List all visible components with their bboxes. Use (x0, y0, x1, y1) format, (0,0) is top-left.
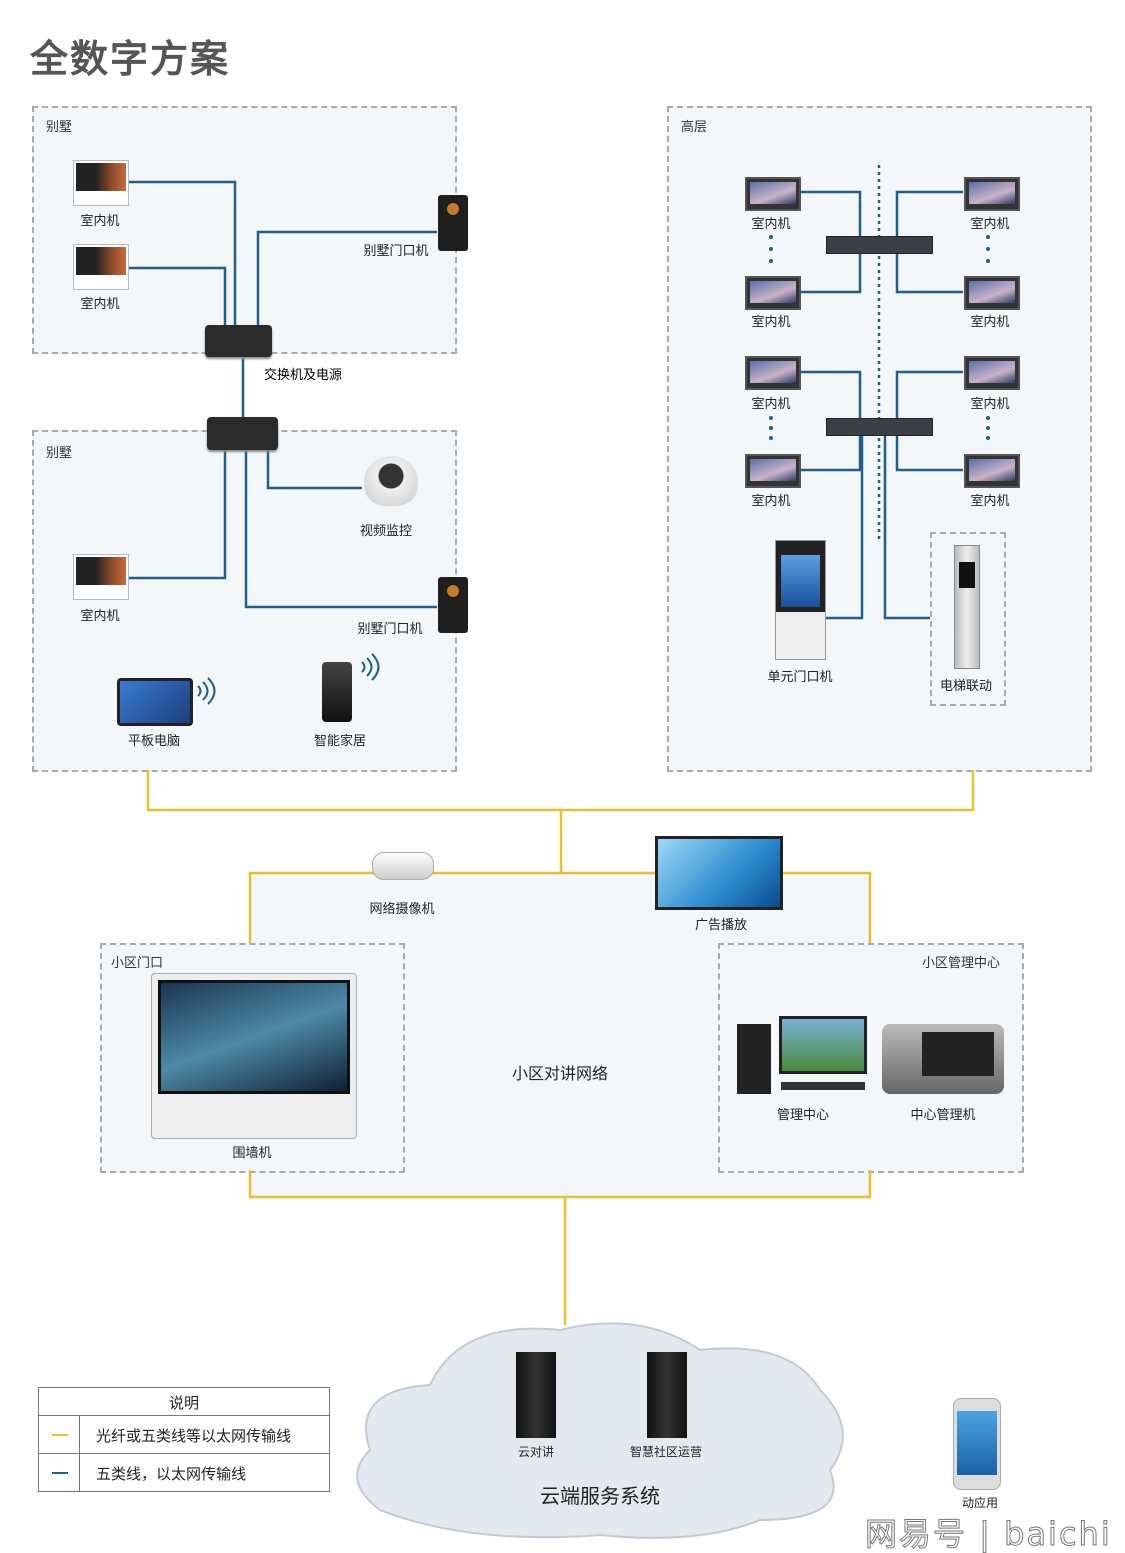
server-icon (516, 1352, 556, 1438)
ellipsis-dots (769, 235, 990, 440)
switch-device (826, 418, 933, 436)
villa1-zone (32, 106, 457, 354)
cat5-lines (128, 180, 963, 620)
mobile-label: 动应用 (961, 1496, 999, 1510)
unit-door-device (775, 540, 826, 660)
elevator-label: 电梯联动 (939, 679, 993, 694)
highrise-indoor-label: 室内机 (751, 397, 791, 412)
villa1-indoor1-label: 室内机 (80, 214, 120, 229)
highrise-indoor-label: 室内机 (970, 217, 1010, 232)
elevator-box (930, 532, 1006, 706)
cloud-intercom-label: 云对讲 (517, 1445, 555, 1459)
fiber-line-swatch (52, 1434, 68, 1436)
wall-unit-device (151, 973, 357, 1139)
cloud-shape (356, 1322, 844, 1539)
indoor-unit-device (73, 160, 129, 206)
legend-title: 说明 (168, 1394, 199, 1412)
indoor-unit-device (964, 276, 1020, 310)
legend: 说明 光纤或五类线等以太网传输线 五类线，以太网传输线 (38, 1387, 330, 1492)
switch-device (205, 325, 272, 357)
switch-device (207, 417, 278, 450)
cloud-operation-label: 智慧社区运营 (629, 1445, 703, 1459)
gate-zone-label: 小区门口 (111, 956, 164, 971)
villa1-label: 别墅 (46, 120, 73, 135)
center-unit-device (882, 1024, 1004, 1094)
legend-cat5-label: 五类线，以太网传输线 (96, 1465, 247, 1483)
server-icon (647, 1352, 687, 1438)
indoor-unit-device (745, 177, 801, 211)
villa2-door-label: 别墅门口机 (357, 622, 423, 637)
indoor-unit-device (745, 454, 801, 488)
mobile-phone-device (953, 1398, 1001, 1490)
dome-camera-device (364, 456, 418, 506)
indoor-unit-device (73, 554, 129, 600)
mgmt-zone-label: 小区管理中心 (922, 956, 1001, 971)
villa2-label: 别墅 (46, 446, 73, 461)
legend-divider (79, 1454, 80, 1491)
elevator-panel-device (954, 545, 980, 669)
highrise-label: 高层 (681, 120, 708, 135)
indoor-unit-device (964, 356, 1020, 390)
indoor-unit-device (964, 177, 1020, 211)
highrise-indoor-label: 室内机 (970, 315, 1010, 330)
smarthome-label: 智能家居 (313, 734, 367, 749)
cloud-label: 云端服务系统 (540, 1484, 660, 1508)
legend-fiber-label: 光纤或五类线等以太网传输线 (96, 1427, 292, 1445)
mgmt-center-label: 管理中心 (776, 1108, 830, 1123)
villa2-indoor-label: 室内机 (80, 609, 120, 624)
indoor-unit-device (745, 276, 801, 310)
network-label: 小区对讲网络 (511, 1064, 609, 1083)
cat5-line-swatch (52, 1472, 68, 1474)
ip-camera-label: 网络摄像机 (369, 902, 435, 917)
camera-label: 视频监控 (359, 524, 413, 539)
pc-device (737, 1016, 869, 1094)
switch-label: 交换机及电源 (264, 368, 343, 383)
switch-device (826, 236, 933, 254)
villa1-door-label: 别墅门口机 (363, 244, 429, 259)
ad-label: 广告播放 (694, 918, 748, 933)
highrise-indoor-label: 室内机 (751, 494, 791, 509)
tablet-device (117, 678, 193, 726)
wifi-icon (197, 653, 380, 705)
highrise-indoor-label: 室内机 (970, 397, 1010, 412)
watermark: 网易号 | baichi (865, 1515, 1112, 1553)
legend-row-cat5: 五类线，以太网传输线 (39, 1453, 329, 1491)
legend-row-fiber: 光纤或五类线等以太网传输线 (39, 1415, 329, 1454)
unit-door-label: 单元门口机 (767, 670, 833, 685)
villa1-indoor2-label: 室内机 (80, 297, 120, 312)
ad-display-device (655, 836, 783, 910)
indoor-unit-device (745, 356, 801, 390)
smarthome-device (322, 662, 352, 722)
villa-door-device (438, 195, 468, 251)
wall-unit-label: 围墙机 (232, 1146, 272, 1161)
legend-divider (79, 1416, 80, 1454)
highrise-indoor-label: 室内机 (970, 494, 1010, 509)
page-title: 全数字方案 (30, 37, 231, 81)
fiber-lines (146, 770, 975, 1325)
villa-door-device (438, 577, 468, 633)
indoor-unit-device (964, 454, 1020, 488)
tablet-label: 平板电脑 (127, 734, 181, 749)
center-unit-label: 中心管理机 (910, 1108, 976, 1123)
highrise-indoor-label: 室内机 (751, 217, 791, 232)
highrise-indoor-label: 室内机 (751, 315, 791, 330)
indoor-unit-device (73, 244, 129, 290)
ip-camera-device (372, 852, 434, 880)
